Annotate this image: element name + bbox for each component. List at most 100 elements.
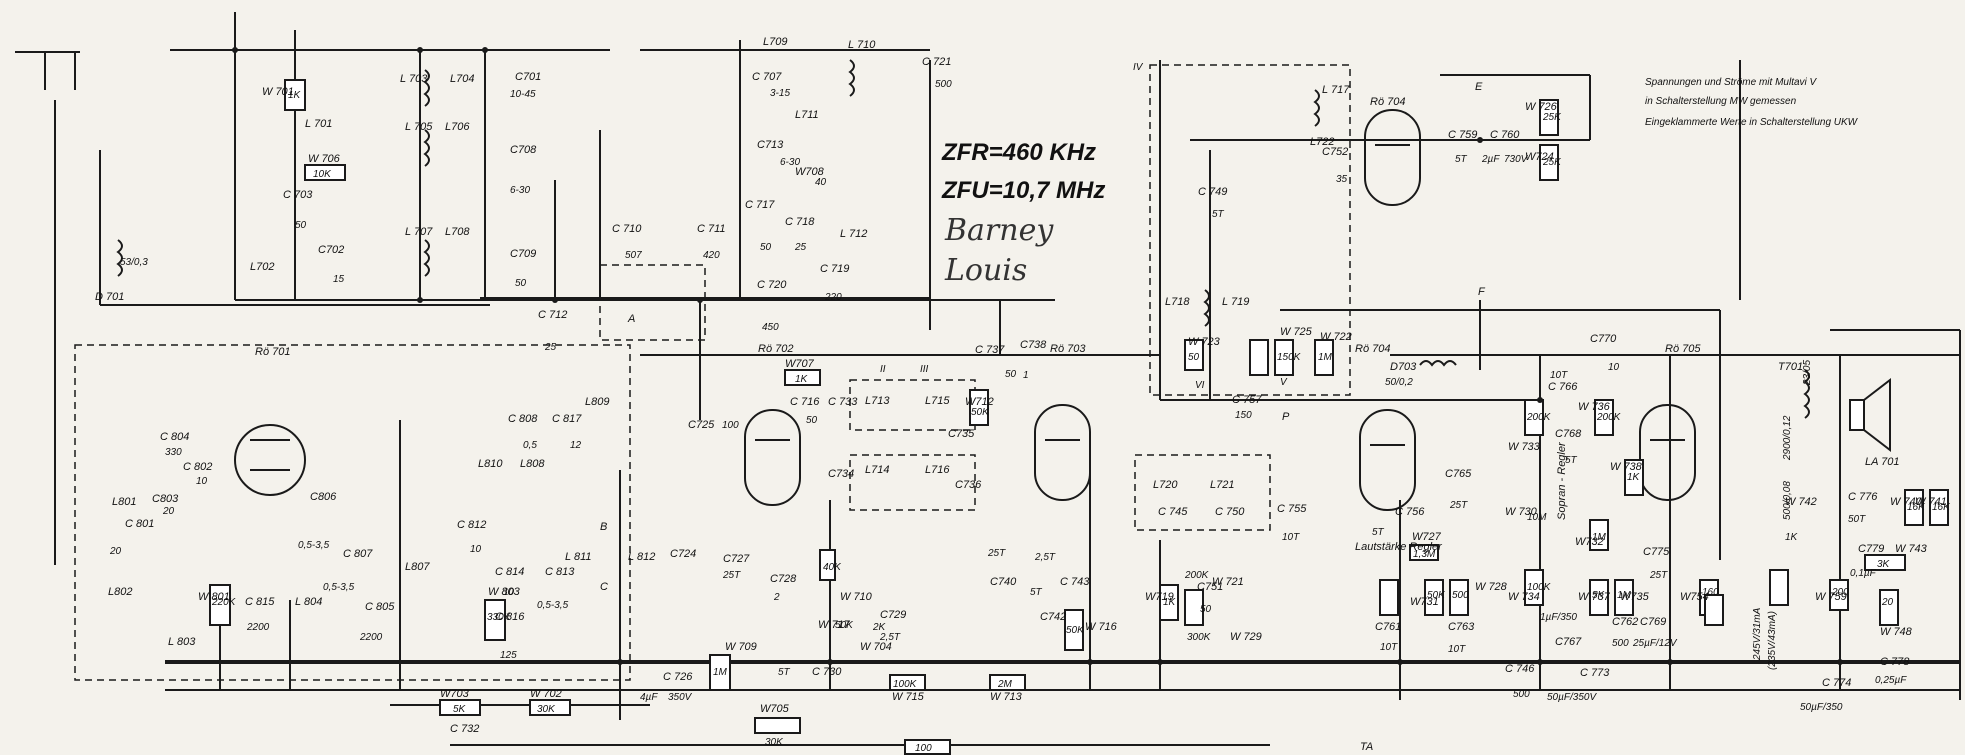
svg-text:10-45: 10-45: [510, 89, 536, 100]
svg-text:1M: 1M: [1617, 590, 1632, 601]
svg-text:2200: 2200: [246, 622, 270, 633]
svg-text:C701: C701: [515, 71, 541, 83]
tube-r704-bottom: [1359, 409, 1416, 511]
coil-label: L713: [865, 395, 890, 407]
svg-text:C728: C728: [770, 573, 797, 585]
svg-text:40K: 40K: [823, 562, 842, 573]
coil-label: L 811: [565, 551, 592, 563]
svg-text:W 717: W 717: [818, 619, 851, 631]
coil-label: L715: [925, 395, 950, 407]
if-fm-frequency: ZFU=10,7 MHz: [941, 177, 1105, 204]
svg-text:10: 10: [1608, 362, 1620, 373]
svg-text:16K: 16K: [1907, 502, 1926, 513]
coil-label: L 804: [295, 596, 322, 608]
svg-text:5T: 5T: [1455, 154, 1468, 165]
svg-text:W 729: W 729: [1230, 631, 1262, 643]
svg-text:C 774: C 774: [1822, 677, 1851, 689]
svg-text:1K: 1K: [1627, 472, 1641, 483]
svg-text:1M: 1M: [713, 667, 728, 678]
coil-label: L 717: [1322, 84, 1350, 96]
svg-text:C709: C709: [510, 248, 536, 260]
svg-text:C 718: C 718: [785, 216, 815, 228]
svg-text:C 757: C 757: [1232, 394, 1262, 406]
svg-text:C 712: C 712: [538, 309, 567, 321]
svg-text:350V: 350V: [668, 692, 693, 703]
svg-text:330: 330: [165, 447, 182, 458]
svg-text:W 736: W 736: [1578, 401, 1611, 413]
svg-text:C708: C708: [510, 144, 537, 156]
svg-text:C: C: [600, 581, 608, 593]
svg-text:100K: 100K: [1527, 582, 1552, 593]
svg-text:23/05: 23/05: [1802, 360, 1813, 386]
svg-text:6-30: 6-30: [510, 185, 530, 196]
tube-label: Rö 703: [1050, 343, 1086, 355]
tube-r702: [744, 409, 801, 506]
svg-text:C 707: C 707: [752, 71, 782, 83]
svg-text:50K: 50K: [1066, 625, 1085, 636]
svg-text:0,5-3,5: 0,5-3,5: [323, 582, 355, 593]
svg-text:25µF/12V: 25µF/12V: [1632, 638, 1678, 649]
coil-symbols: [116, 59, 1810, 419]
svg-text:500: 500: [1612, 638, 1629, 649]
svg-text:5K: 5K: [453, 704, 467, 715]
svg-text:1K: 1K: [1163, 597, 1177, 608]
svg-text:W 721: W 721: [1212, 576, 1244, 588]
svg-text:W727: W727: [1412, 531, 1442, 543]
svg-text:C 717: C 717: [745, 199, 775, 211]
resistor-labels: W 701 1K W 702 30K W703 5K W 704 2K W705…: [198, 86, 1951, 754]
handwritten-name-2: Louis: [944, 253, 1027, 288]
coil-label: L 710: [848, 39, 876, 51]
svg-text:1,3M: 1,3M: [1413, 549, 1436, 560]
svg-text:5T: 5T: [1030, 587, 1043, 598]
svg-text:10T: 10T: [1380, 642, 1398, 653]
handwritten-name-1: Barney: [944, 213, 1054, 248]
svg-text:W 701: W 701: [262, 86, 294, 98]
svg-text:0,5-3,5: 0,5-3,5: [298, 540, 330, 551]
svg-text:10T: 10T: [1550, 370, 1568, 381]
tube-r703: [1034, 404, 1091, 501]
svg-text:C702: C702: [318, 244, 344, 256]
svg-text:6-30: 6-30: [780, 157, 800, 168]
coil-label: L711: [795, 109, 819, 121]
coil-label: L716: [925, 464, 950, 476]
svg-text:C 760: C 760: [1490, 129, 1520, 141]
tube-r704-top: [1364, 109, 1421, 206]
svg-text:2: 2: [773, 592, 780, 603]
svg-text:C735: C735: [948, 428, 975, 440]
svg-text:W 713: W 713: [990, 691, 1023, 703]
svg-text:1K: 1K: [288, 90, 302, 101]
svg-text:C806: C806: [310, 491, 337, 503]
svg-text:16K: 16K: [1932, 502, 1951, 513]
treble-control-label: Sopran - Regler: [1556, 441, 1568, 520]
svg-text:50K: 50K: [971, 407, 990, 418]
svg-text:C 756: C 756: [1395, 506, 1425, 518]
svg-text:C 743: C 743: [1060, 576, 1090, 588]
coil-label: L807: [405, 561, 430, 573]
svg-text:50: 50: [1005, 369, 1017, 380]
svg-text:C725: C725: [688, 419, 715, 431]
svg-text:C 814: C 814: [495, 566, 524, 578]
svg-text:W 706: W 706: [308, 153, 341, 165]
svg-text:W712: W712: [965, 396, 994, 408]
coil-label: L721: [1210, 479, 1234, 491]
svg-text:5K: 5K: [1592, 590, 1606, 601]
svg-text:W732: W732: [1575, 536, 1604, 548]
svg-text:W703: W703: [440, 688, 470, 700]
svg-text:30K: 30K: [765, 737, 784, 748]
svg-text:V: V: [1280, 377, 1288, 388]
svg-text:25T: 25T: [987, 548, 1006, 559]
svg-text:50: 50: [515, 278, 527, 289]
svg-text:W 737: W 737: [1578, 591, 1611, 603]
svg-text:C 755: C 755: [1277, 503, 1307, 515]
svg-text:B: B: [600, 521, 607, 533]
svg-text:50µF/350V: 50µF/350V: [1547, 692, 1597, 703]
capacitor-labels: C701 10-45 C702 15 C 703 50 C 707 3-15 C…: [109, 56, 1910, 735]
svg-text:1M: 1M: [1592, 532, 1607, 543]
svg-text:300K: 300K: [1187, 632, 1212, 643]
svg-text:C 746: C 746: [1505, 663, 1535, 675]
svg-text:C 720: C 720: [757, 279, 787, 291]
svg-text:II: II: [880, 364, 886, 375]
coil-label: LA 701: [1865, 456, 1899, 468]
svg-text:W 709: W 709: [725, 641, 757, 653]
svg-text:VI: VI: [1195, 380, 1205, 391]
